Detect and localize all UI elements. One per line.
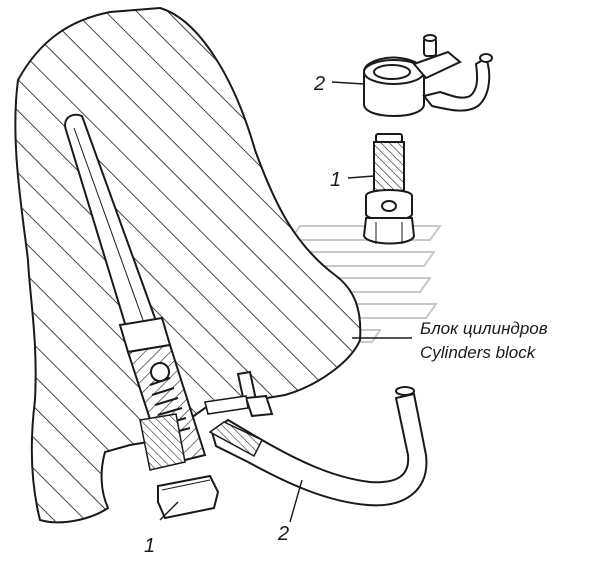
caption-english: Cylinders block bbox=[420, 343, 537, 362]
bent-oil-pipe bbox=[208, 386, 428, 507]
bracket-pin bbox=[204, 370, 274, 418]
oil-jet-tube bbox=[64, 113, 162, 342]
valve-hex-head bbox=[157, 474, 220, 520]
check-ball bbox=[150, 362, 170, 382]
callout-part2-bottom: 2 bbox=[277, 523, 289, 545]
banjo-bolt bbox=[362, 133, 416, 245]
callout-part1-bottom: 1 bbox=[144, 535, 155, 557]
callout-part2-top: 2 bbox=[313, 73, 325, 95]
caption-russian: Блок цилиндров bbox=[420, 319, 548, 338]
leader-lines bbox=[159, 81, 412, 523]
banjo-fitting bbox=[363, 34, 493, 118]
callout-part1-top: 1 bbox=[330, 169, 341, 191]
